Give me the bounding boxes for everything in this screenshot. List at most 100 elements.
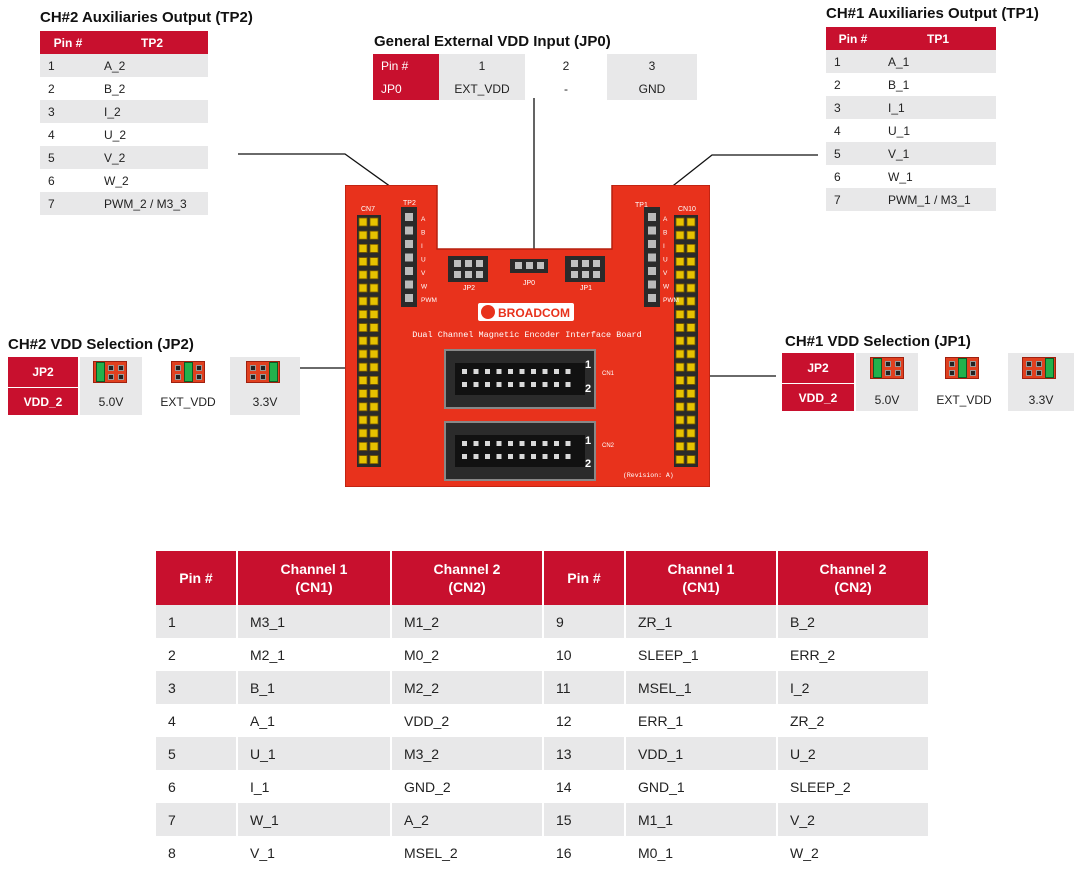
header-pin bbox=[675, 441, 685, 451]
table-cell: 9 bbox=[543, 605, 626, 638]
cn10-label: CN10 bbox=[678, 206, 696, 213]
header-pin bbox=[369, 389, 379, 399]
tp2-leader-line bbox=[238, 153, 406, 198]
header-pin bbox=[358, 283, 368, 293]
header-pin bbox=[369, 323, 379, 333]
pin-table-header-2: Channel 2 (CN2) bbox=[391, 551, 544, 605]
cn-pin bbox=[531, 369, 536, 374]
cn-pin bbox=[462, 369, 467, 374]
table-cell: W_2 bbox=[777, 836, 930, 869]
table-cell: GND_1 bbox=[625, 770, 778, 803]
tp2-board-label: TP2 bbox=[403, 200, 416, 207]
table-cell: A_1 bbox=[237, 704, 392, 737]
tp2-signal: U_2 bbox=[96, 123, 208, 146]
jumper-pin bbox=[465, 271, 472, 278]
cn-pin bbox=[473, 369, 479, 374]
jp2-label-bottom: VDD_2 bbox=[8, 388, 78, 415]
jumper-pin bbox=[465, 260, 472, 267]
jp2-jumper-5v bbox=[93, 361, 127, 383]
jp0-pin-2: 2 bbox=[562, 58, 570, 73]
tp-pin bbox=[405, 240, 413, 248]
jp1-jumper-3v3 bbox=[1022, 357, 1056, 379]
header-pin bbox=[369, 310, 379, 319]
cn-pin bbox=[496, 369, 502, 374]
header-pin bbox=[369, 428, 379, 438]
jp1-label-top: JP2 bbox=[782, 353, 854, 383]
header-pin bbox=[369, 441, 379, 451]
jp1-selection: JP2 VDD_2 5.0V EXT_VDD 3.3V bbox=[782, 353, 1077, 413]
header-pin bbox=[369, 455, 379, 465]
tp-pin bbox=[648, 226, 656, 235]
table-cell: 15 bbox=[543, 803, 626, 836]
tp2-header-pin: Pin # bbox=[40, 31, 96, 54]
header-pin bbox=[369, 336, 379, 346]
jp1-option-3v3: 3.3V bbox=[1028, 393, 1054, 407]
tp-pin bbox=[648, 240, 656, 248]
tp-pin bbox=[405, 226, 413, 235]
jp1-label-bottom: VDD_2 bbox=[782, 384, 854, 411]
tp-pin bbox=[405, 213, 413, 221]
jumper-pin bbox=[537, 262, 544, 269]
jp0-dash: - bbox=[564, 81, 568, 96]
table-cell: ZR_2 bbox=[777, 704, 930, 737]
board-subtitle: Dual Channel Magnetic Encoder Interface … bbox=[412, 330, 642, 340]
header-pin bbox=[686, 375, 696, 385]
header-pin bbox=[686, 217, 696, 227]
cn1-pins bbox=[462, 369, 571, 387]
tp-pin-label: PWM bbox=[421, 297, 437, 304]
header-pin bbox=[686, 270, 696, 280]
header-pin bbox=[686, 336, 696, 346]
cn-pin bbox=[473, 382, 479, 387]
header-pin bbox=[358, 402, 368, 412]
cn-pin bbox=[531, 441, 536, 446]
cn-pin bbox=[508, 369, 513, 374]
tp2-signal: W_2 bbox=[96, 169, 208, 192]
table-cell: 2 bbox=[156, 638, 238, 671]
cn-pin bbox=[554, 454, 559, 459]
jp0-title: General External VDD Input (JP0) bbox=[374, 33, 611, 50]
board-brand: BROADCOM bbox=[498, 306, 570, 320]
cn-pin bbox=[485, 441, 490, 446]
board-revision: (Revision: A) bbox=[623, 472, 674, 479]
header-pin bbox=[358, 389, 368, 399]
table-cell: V_2 bbox=[777, 803, 930, 836]
tp-pin-label: A bbox=[663, 216, 668, 223]
tp1-pin-number: 3 bbox=[826, 96, 880, 119]
table-cell: ERR_2 bbox=[777, 638, 930, 671]
tp1-signal: I_1 bbox=[880, 96, 996, 119]
header-pin bbox=[369, 415, 379, 425]
cn-pin bbox=[485, 369, 490, 374]
header-pin bbox=[675, 428, 685, 438]
tp1-pin-number: 7 bbox=[826, 188, 880, 211]
tp-pin-label: V bbox=[663, 270, 668, 277]
table-cell: ZR_1 bbox=[625, 605, 778, 638]
pin-table-header-3: Pin # bbox=[543, 551, 626, 605]
table-cell: 3 bbox=[156, 671, 238, 704]
jp1-jumper-5v bbox=[870, 357, 904, 379]
table-cell: 1 bbox=[156, 605, 238, 638]
jp2-option-3v3: 3.3V bbox=[252, 395, 278, 409]
cn-pin bbox=[565, 441, 571, 446]
cn-pin bbox=[485, 382, 490, 387]
header-pin bbox=[358, 415, 368, 425]
header-pin bbox=[369, 244, 379, 253]
cn-pin bbox=[542, 441, 548, 446]
jumper-pin bbox=[582, 271, 589, 278]
table-cell: W_1 bbox=[237, 803, 392, 836]
header-pin bbox=[369, 362, 379, 372]
tp1-signal: V_1 bbox=[880, 142, 996, 165]
header-pin bbox=[369, 270, 379, 280]
